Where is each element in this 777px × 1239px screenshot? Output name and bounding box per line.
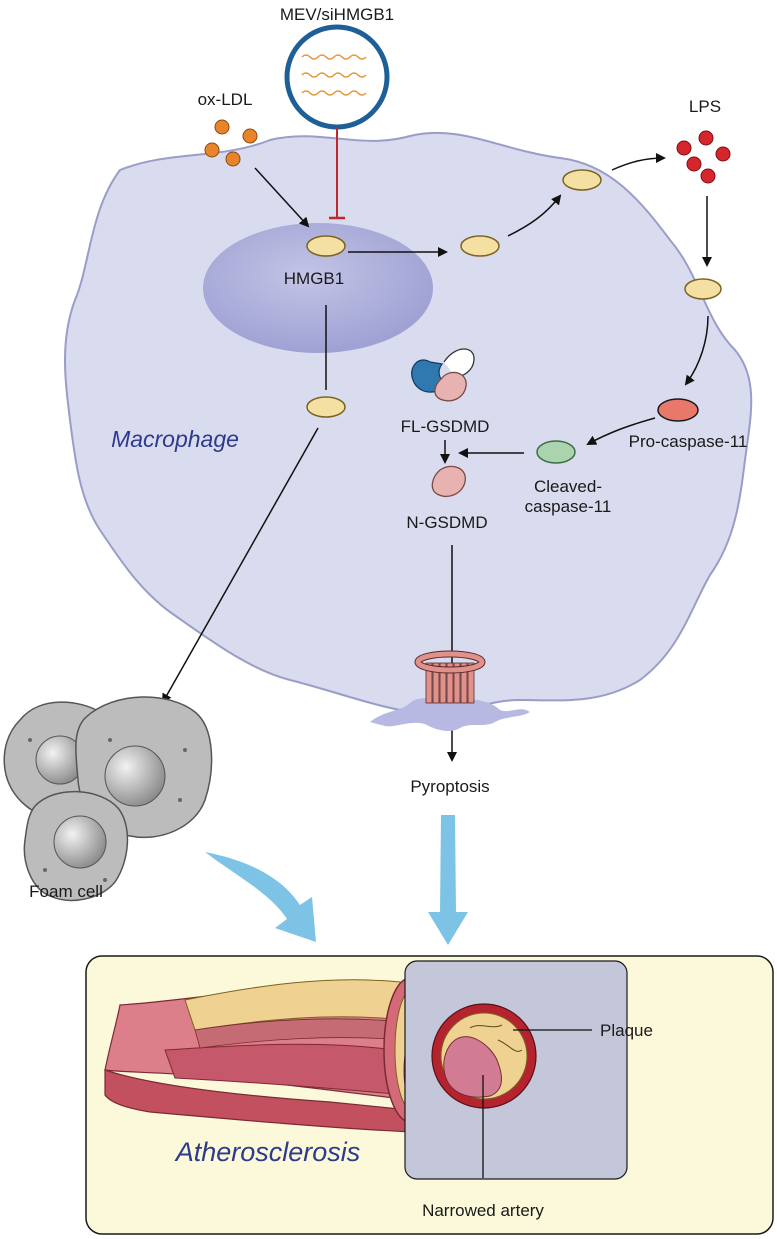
ngsdmd-fragment xyxy=(431,465,466,497)
arrow-procaspase-cleave xyxy=(586,417,656,445)
narrowed-label: Narrowed artery xyxy=(422,1201,544,1220)
lps-particle xyxy=(700,168,716,184)
cytoplasm-leak xyxy=(370,697,530,731)
lps-particle xyxy=(715,146,731,162)
oxldl-particle xyxy=(225,151,241,167)
arrow-to-procaspase xyxy=(684,315,709,386)
hmgb1-lps-complex xyxy=(684,278,722,300)
sirna-strand xyxy=(301,72,367,78)
sirna-strand xyxy=(301,90,367,96)
hmgb1-protein xyxy=(460,235,500,257)
atherosclerosis-label: Atherosclerosis xyxy=(174,1137,361,1167)
arrow-to-foam-cell xyxy=(162,427,319,704)
cleaved-caspase-11 xyxy=(536,440,576,464)
flgsdmd-label: FL-GSDMD xyxy=(401,417,490,436)
hmgb1-protein xyxy=(306,396,346,418)
procaspase-11 xyxy=(657,398,699,422)
procaspase-label: Pro-caspase-11 xyxy=(629,432,748,451)
gsdmd-n-domain xyxy=(434,371,467,402)
foam-cell-label: Foam cell xyxy=(29,882,103,901)
arrow-hmgb1-secretion xyxy=(507,194,562,237)
oxldl-particle xyxy=(204,142,220,158)
sirna-strand xyxy=(301,54,367,60)
gsdmd-pore xyxy=(414,650,486,704)
hmgb1-protein xyxy=(306,235,346,257)
hmgb1-protein xyxy=(562,169,602,191)
plaque-label: Plaque xyxy=(600,1021,653,1040)
big-arrow-pyroptosis xyxy=(428,815,468,945)
cleaved-label-line1: Cleaved- xyxy=(534,477,602,496)
narrowed-lumen xyxy=(443,1036,502,1098)
lps-label: LPS xyxy=(689,97,721,116)
lps-particle xyxy=(686,156,702,172)
pyroptosis-label: Pyroptosis xyxy=(410,777,489,796)
mev-vesicle xyxy=(284,24,390,130)
macrophage-label: Macrophage xyxy=(111,426,239,452)
lps-particle xyxy=(698,130,714,146)
oxldl-label: ox-LDL xyxy=(198,90,253,109)
hmgb1-label: HMGB1 xyxy=(284,269,344,288)
oxldl-particle xyxy=(242,128,258,144)
mev-label: MEV/siHMGB1 xyxy=(280,5,394,24)
cleaved-label-line2: caspase-11 xyxy=(525,497,612,516)
oxldl-particle xyxy=(214,119,230,135)
nucleus xyxy=(203,223,433,353)
arrow-oxldl-to-hmgb1 xyxy=(254,167,310,228)
ngsdmd-label: N-GSDMD xyxy=(406,513,487,532)
lps-particle xyxy=(676,140,692,156)
arrow-hmgb1-to-lps xyxy=(611,153,666,171)
foam-cells xyxy=(3,696,213,902)
plaque-crack xyxy=(469,1024,523,1052)
big-arrow-foam xyxy=(205,852,316,942)
